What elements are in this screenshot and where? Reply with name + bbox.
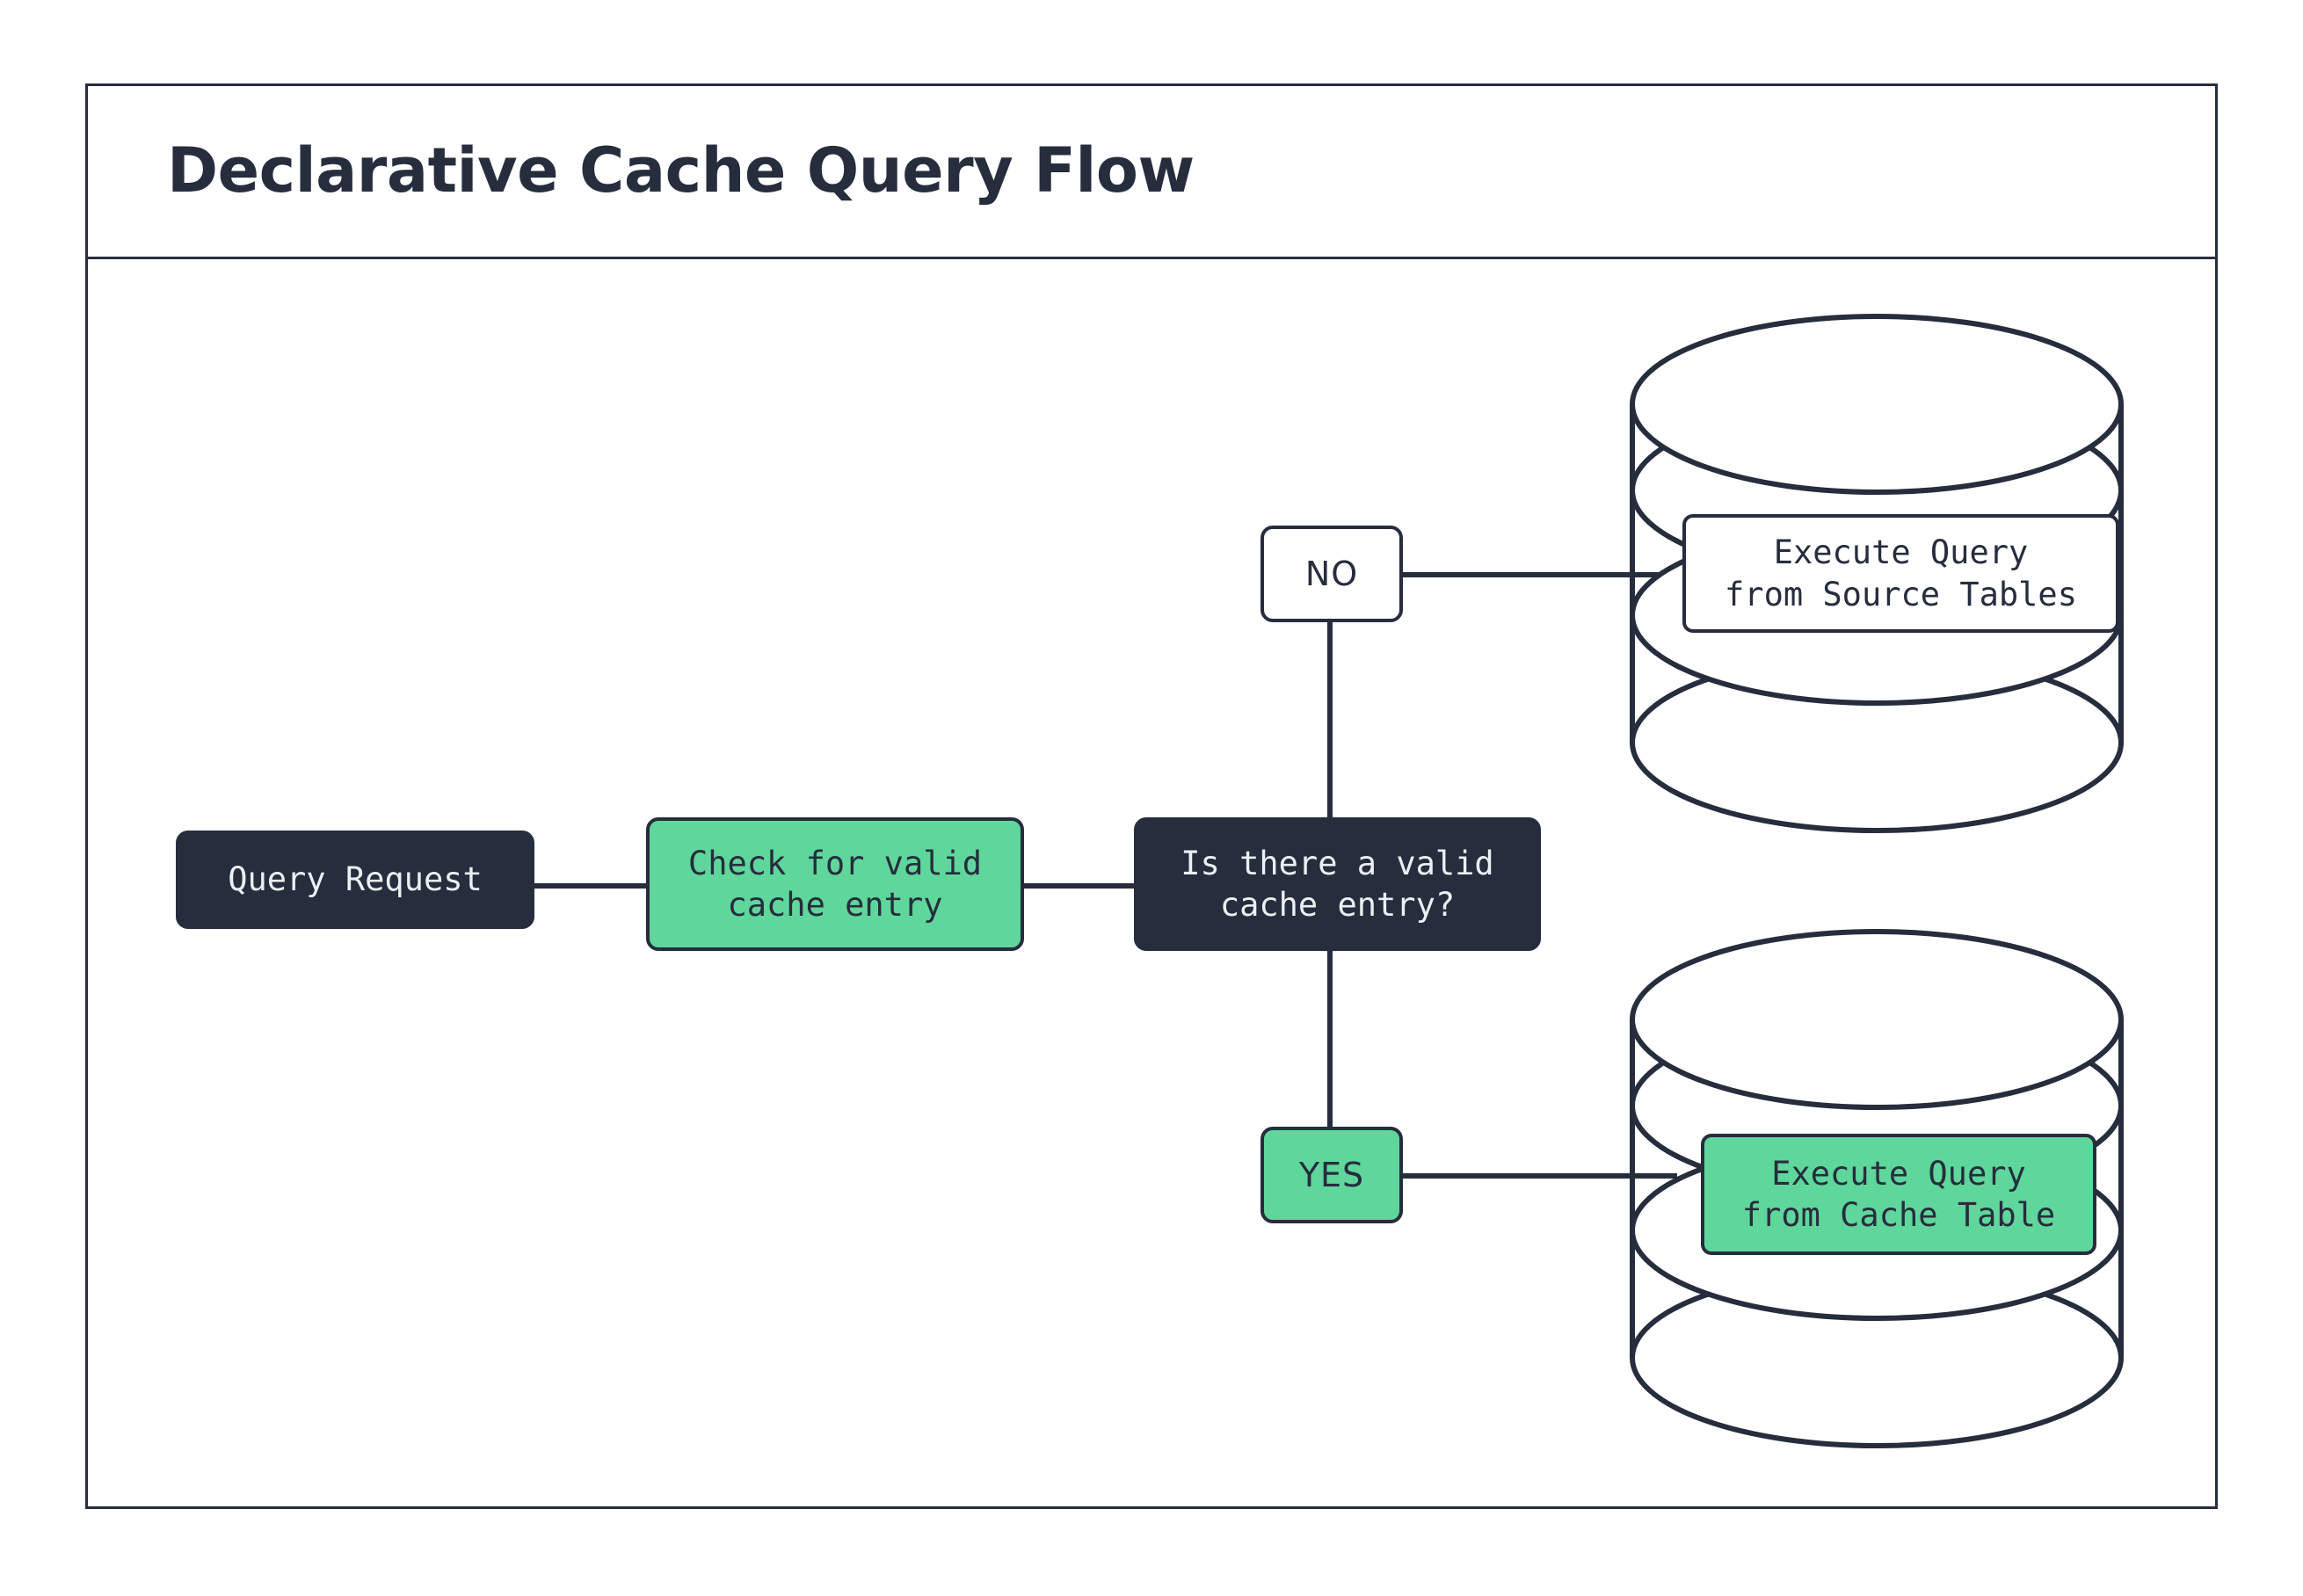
node-query-request[interactable]: Query Request [176,831,534,929]
diagram-frame [85,83,2218,1509]
node-execute-query-from-cache-table[interactable]: Execute Query from Cache Table [1701,1134,2096,1255]
page-title: Declarative Cache Query Flow [167,134,1195,207]
branch-label-no[interactable]: NO [1260,526,1403,622]
node-check-for-valid-cache-entry[interactable]: Check for valid cache entry [646,817,1024,951]
diagram-title-bar: Declarative Cache Query Flow [85,83,2218,259]
node-execute-query-from-source-tables[interactable]: Execute Query from Source Tables [1682,514,2119,633]
branch-label-yes[interactable]: YES [1260,1127,1403,1223]
node-decision-valid-cache-entry[interactable]: Is there a valid cache entry? [1134,817,1541,951]
